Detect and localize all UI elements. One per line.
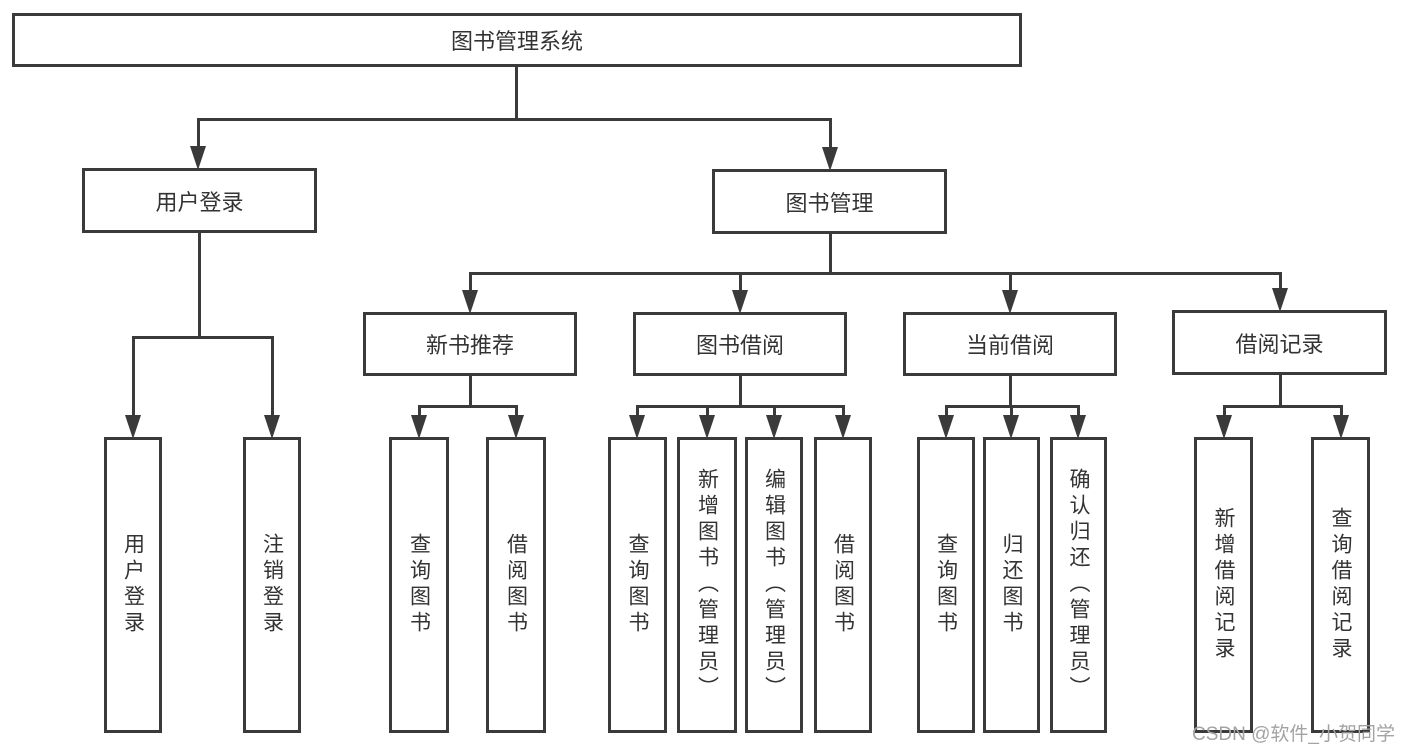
arrowhead-down-icon	[938, 415, 954, 439]
arrowhead-down-icon	[699, 415, 715, 439]
arrowhead-down-icon	[822, 147, 838, 171]
node-edit-books-admin: 编辑图书（管理员）	[745, 437, 803, 733]
connector-vertical-line	[842, 405, 845, 416]
connector-vertical-line	[515, 65, 518, 120]
arrowhead-down-icon	[1070, 415, 1086, 439]
arrowhead-down-icon	[1003, 415, 1019, 439]
watermark-text: CSDN @软件_小贺同学	[1192, 724, 1395, 745]
arrowhead-down-icon	[629, 415, 645, 439]
arrowhead-down-icon	[1002, 290, 1018, 314]
arrowhead-down-icon	[462, 290, 478, 314]
connector-horizontal-line	[469, 272, 1281, 275]
connector-vertical-line	[829, 234, 832, 275]
connector-horizontal-line	[636, 405, 844, 408]
connector-vertical-line	[469, 272, 472, 291]
arrowhead-down-icon	[835, 415, 851, 439]
arrowhead-down-icon	[1272, 288, 1288, 312]
node-add-borrow-record: 新增借阅记录	[1194, 437, 1253, 733]
node-confirm-return-admin: 确认归还（管理员）	[1050, 437, 1107, 733]
connector-vertical-line	[132, 336, 135, 416]
arrowhead-down-icon	[264, 415, 280, 439]
arrowhead-down-icon	[732, 290, 748, 314]
connector-vertical-line	[1009, 376, 1012, 408]
connector-horizontal-line	[197, 118, 831, 121]
connector-horizontal-line	[945, 405, 1079, 408]
connector-vertical-line	[773, 405, 776, 416]
node-new-book-recommend: 新书推荐	[363, 312, 577, 376]
connector-vertical-line	[1223, 405, 1226, 416]
connector-horizontal-line	[132, 336, 273, 339]
node-borrow-books-recommend: 借阅图书	[486, 437, 546, 733]
arrowhead-down-icon	[1216, 415, 1232, 439]
arrowhead-down-icon	[1333, 415, 1349, 439]
node-query-books-borrowing: 查询图书	[608, 437, 667, 733]
connector-vertical-line	[1279, 272, 1282, 291]
node-borrowing-records: 借阅记录	[1172, 310, 1387, 375]
arrowhead-down-icon	[125, 415, 141, 439]
node-query-books-recommend: 查询图书	[389, 437, 449, 733]
node-add-books-admin: 新增图书（管理员）	[677, 437, 737, 733]
arrowhead-down-icon	[766, 415, 782, 439]
node-query-books-current: 查询图书	[917, 437, 975, 733]
connector-vertical-line	[198, 233, 201, 339]
connector-horizontal-line	[418, 405, 517, 408]
node-logout: 注销登录	[243, 437, 301, 733]
connector-vertical-line	[739, 376, 742, 408]
connector-vertical-line	[1279, 375, 1282, 408]
connector-vertical-line	[1010, 405, 1013, 416]
connector-vertical-line	[197, 118, 200, 148]
node-borrow-books-leaf: 借阅图书	[814, 437, 872, 733]
connector-vertical-line	[636, 405, 639, 416]
arrowhead-down-icon	[411, 415, 427, 439]
connector-vertical-line	[469, 376, 472, 408]
arrowhead-down-icon	[190, 146, 206, 170]
connector-vertical-line	[515, 405, 518, 416]
connector-vertical-line	[1340, 405, 1343, 416]
connector-vertical-line	[271, 336, 274, 416]
connector-vertical-line	[706, 405, 709, 416]
node-user-login: 用户登录	[82, 168, 317, 233]
connector-vertical-line	[1077, 405, 1080, 416]
connector-vertical-line	[829, 118, 832, 148]
connector-vertical-line	[1009, 272, 1012, 291]
node-book-management: 图书管理	[712, 169, 947, 234]
node-book-borrowing: 图书借阅	[633, 312, 847, 376]
connector-vertical-line	[945, 405, 948, 416]
node-current-borrowing: 当前借阅	[903, 312, 1117, 376]
connector-horizontal-line	[1223, 405, 1342, 408]
node-query-borrow-record: 查询借阅记录	[1311, 437, 1370, 733]
node-user-login-leaf: 用户登录	[104, 437, 162, 733]
node-library-management-system: 图书管理系统	[12, 13, 1022, 67]
node-return-books: 归还图书	[983, 437, 1040, 733]
arrowhead-down-icon	[508, 415, 524, 439]
connector-vertical-line	[739, 272, 742, 291]
connector-vertical-line	[418, 405, 421, 416]
